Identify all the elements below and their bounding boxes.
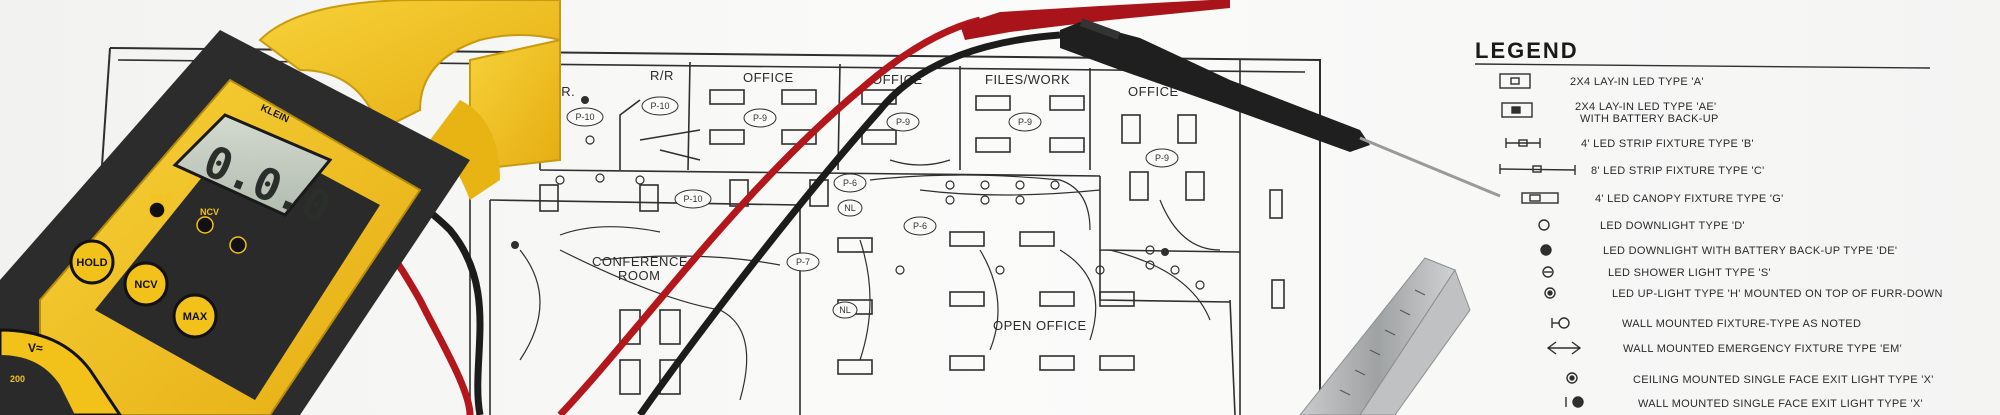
rotary-dial: V≈ 200 — [0, 328, 122, 415]
room-label-office: OFFICE — [1128, 84, 1179, 99]
dial-numbers: 200 — [10, 374, 25, 384]
legend-symbol-rect-box-dot-icon — [1501, 102, 1533, 118]
tag-label: P-9 — [1155, 153, 1169, 163]
room-label-rr: R/R — [650, 68, 674, 83]
legend-item-sublabel: WITH BATTERY BACK-UP — [1580, 113, 1719, 125]
tag-label: P-6 — [913, 221, 927, 231]
circuit-tags — [566, 96, 1179, 319]
floor-plan — [84, 47, 1321, 415]
legend-item-label: WALL MOUNTED EMERGENCY FIXTURE TYPE 'EM' — [1623, 343, 1902, 355]
circuit-lines — [519, 159, 1221, 401]
scale-ruler — [1299, 257, 1471, 415]
tag-label: P-10 — [683, 194, 702, 204]
tag-label: P-9 — [1018, 117, 1032, 127]
legend-item-label: LED DOWNLIGHT WITH BATTERY BACK-UP TYPE … — [1603, 245, 1897, 257]
hold-button: HOLD — [69, 239, 115, 285]
legend-item-label: WALL MOUNTED FIXTURE-TYPE AS NOTED — [1622, 318, 1861, 330]
legend-item-label: LED SHOWER LIGHT TYPE 'S' — [1608, 267, 1771, 279]
legend-symbol-canopy-icon — [1521, 192, 1559, 204]
tag-label: NL — [844, 203, 856, 213]
port-label-ncv: NCV — [200, 207, 219, 217]
legend-symbol-exit-ceiling-icon — [1566, 372, 1578, 384]
room-label-files-work: FILES/WORK — [985, 72, 1070, 87]
tag-label: NL — [839, 305, 851, 315]
clamp-meter: 0.0.0 HV-R NCV HOLD NCV MAX V≈ 200 KLEIN — [0, 0, 561, 415]
hold-button-label: HOLD — [76, 257, 107, 269]
legend-symbol-circle-cross-icon — [1542, 266, 1554, 278]
legend-symbol-strip-long-icon — [1499, 164, 1576, 175]
ncv-button: NCV — [123, 261, 169, 307]
legend-symbol-rect-box-icon — [1499, 73, 1531, 89]
legend-item-label: 2X4 LAY-IN LED TYPE 'A' — [1570, 76, 1704, 88]
legend-item-label: 2X4 LAY-IN LED TYPE 'AE' — [1575, 101, 1716, 113]
legend-symbol-strip-short-icon — [1505, 138, 1541, 148]
legend-title: LEGEND — [1475, 38, 1579, 63]
legend-symbol-exit-wall-icon — [1565, 396, 1584, 408]
tag-label: P-6 — [843, 178, 857, 188]
room-label-room: ROOM — [618, 268, 660, 283]
legend-item-label: 4' LED STRIP FIXTURE TYPE 'B' — [1581, 138, 1754, 150]
legend-item-label: LED UP-LIGHT TYPE 'H' MOUNTED ON TOP OF … — [1612, 288, 1943, 300]
legend-symbol-wall-fixture-icon — [1551, 317, 1570, 329]
legend-item-label: 4' LED CANOPY FIXTURE TYPE 'G' — [1595, 193, 1784, 205]
tag-label: P-7 — [796, 257, 810, 267]
tag-label: P-10 — [650, 101, 669, 111]
legend-symbol-circle-open-icon — [1538, 219, 1550, 231]
legend: LEGEND 2X4 LAY-IN LED TYPE 'A' 2X4 LAY-I… — [1474, 38, 1943, 410]
max-button-label: MAX — [183, 311, 208, 323]
tag-label: P-9 — [896, 117, 910, 127]
tag-label: P-10 — [575, 112, 594, 122]
legend-item-label: WALL MOUNTED SINGLE FACE EXIT LIGHT TYPE… — [1638, 398, 1923, 410]
dial-label: V≈ — [28, 341, 43, 355]
legend-symbol-wall-emergency-icon — [1546, 341, 1582, 355]
legend-item-label: CEILING MOUNTED SINGLE FACE EXIT LIGHT T… — [1633, 374, 1934, 386]
port-label-hvr: HV-R — [150, 192, 172, 202]
room-label-office: OFFICE — [743, 70, 794, 85]
max-button: MAX — [172, 293, 218, 339]
legend-item-label: LED DOWNLIGHT TYPE 'D' — [1600, 220, 1745, 232]
circuit-tag-labels: P-10 P-10 P-10 P-9 P-9 P-9 P-9 P-6 P-6 P… — [575, 101, 1169, 315]
tag-label: P-9 — [753, 113, 767, 123]
legend-symbol-circle-dot-icon — [1544, 287, 1556, 299]
room-label-conference: CONFERENCE — [592, 254, 688, 269]
legend-symbol-circle-filled-icon — [1540, 244, 1552, 256]
legend-item-label: 8' LED STRIP FIXTURE TYPE 'C' — [1591, 165, 1765, 177]
room-label-open-office: OPEN OFFICE — [993, 318, 1087, 333]
ncv-button-label: NCV — [134, 279, 158, 291]
